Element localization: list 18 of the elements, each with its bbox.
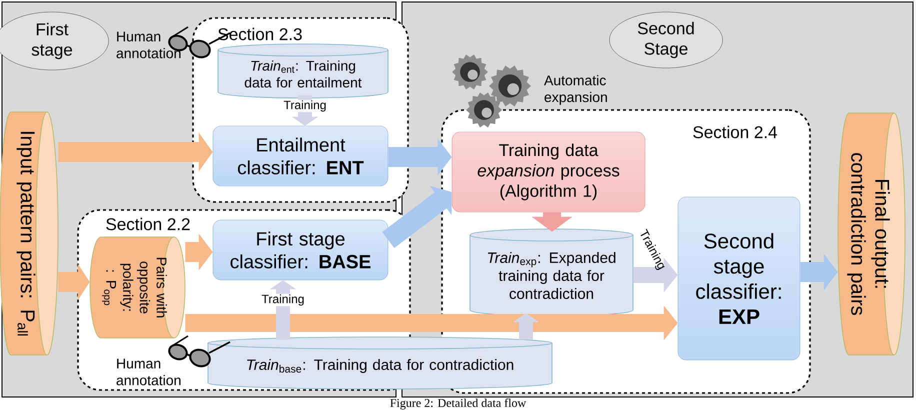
edge-label: Training — [283, 100, 327, 112]
stage-oval: Second Stage — [609, 12, 723, 68]
annotation-text: Automatic expansion — [544, 75, 607, 105]
data-cylinder: Input pattern pairs: P$_{all}$ — [0, 112, 58, 356]
classifier-box: Second stage classifier: EXP — [678, 196, 800, 360]
figure-caption: Figure 2: Detailed data flow — [390, 398, 526, 410]
annotation-text: Human annotation — [116, 32, 180, 58]
edge-label: Training — [261, 294, 305, 306]
data-cylinder: Final output: contradiction pairs — [838, 112, 906, 356]
data-cylinder: Train$_{exp}$: Expanded training data for contradiction — [470, 228, 634, 316]
block-arrow — [382, 186, 452, 248]
classifier-box: First stage classifier: BASE — [212, 220, 388, 280]
classifier-box: Entailment classifier: ENT — [212, 126, 388, 186]
data-cylinder: Train$_{ent}$: Training data for entailment — [218, 44, 388, 98]
data-cylinder: Pairs with opposite polarity: : P$_{opp}$ — [90, 236, 186, 338]
data-cylinder: Train$_{base}$: Training data for contradiction — [208, 336, 552, 390]
process-box: Training data expansion process (Algorithm 1) — [452, 132, 646, 212]
annotation-text: Human annotation — [116, 358, 180, 386]
